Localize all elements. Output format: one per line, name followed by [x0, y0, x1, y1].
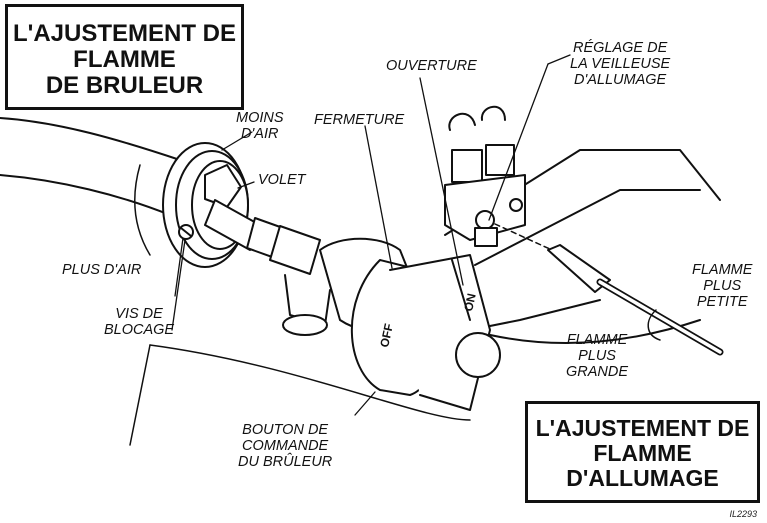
burner-flame-title: L'AJUSTEMENT DE FLAMME DE BRULEUR [5, 4, 244, 110]
spud-pipe [204, 199, 321, 275]
control-knob [350, 254, 501, 411]
pilot-flame-title: L'AJUSTEMENT DE FLAMME D'ALLUMAGE [525, 401, 760, 503]
leader-lines [171, 54, 571, 416]
burner-tube [0, 117, 181, 216]
screwdriver-icon [547, 244, 724, 356]
pilot-assembly [444, 105, 526, 247]
floor-line-2 [129, 344, 151, 446]
air-shutter [134, 142, 249, 268]
elbow-pipe [282, 274, 331, 336]
shutter-label: VOLET [258, 172, 306, 188]
alignment-dashes [494, 223, 553, 251]
lock-screw [178, 224, 194, 240]
more-air-label: PLUS D'AIR [62, 262, 142, 278]
knob-on-text: ON [461, 292, 478, 313]
knob-off-text: OFF [377, 322, 396, 348]
floor-line [149, 344, 471, 421]
opening-label: OUVERTURE [386, 58, 477, 74]
figure-reference: IL2293 [729, 509, 757, 519]
rotation-arc [647, 309, 661, 341]
closing-label: FERMETURE [314, 112, 405, 128]
